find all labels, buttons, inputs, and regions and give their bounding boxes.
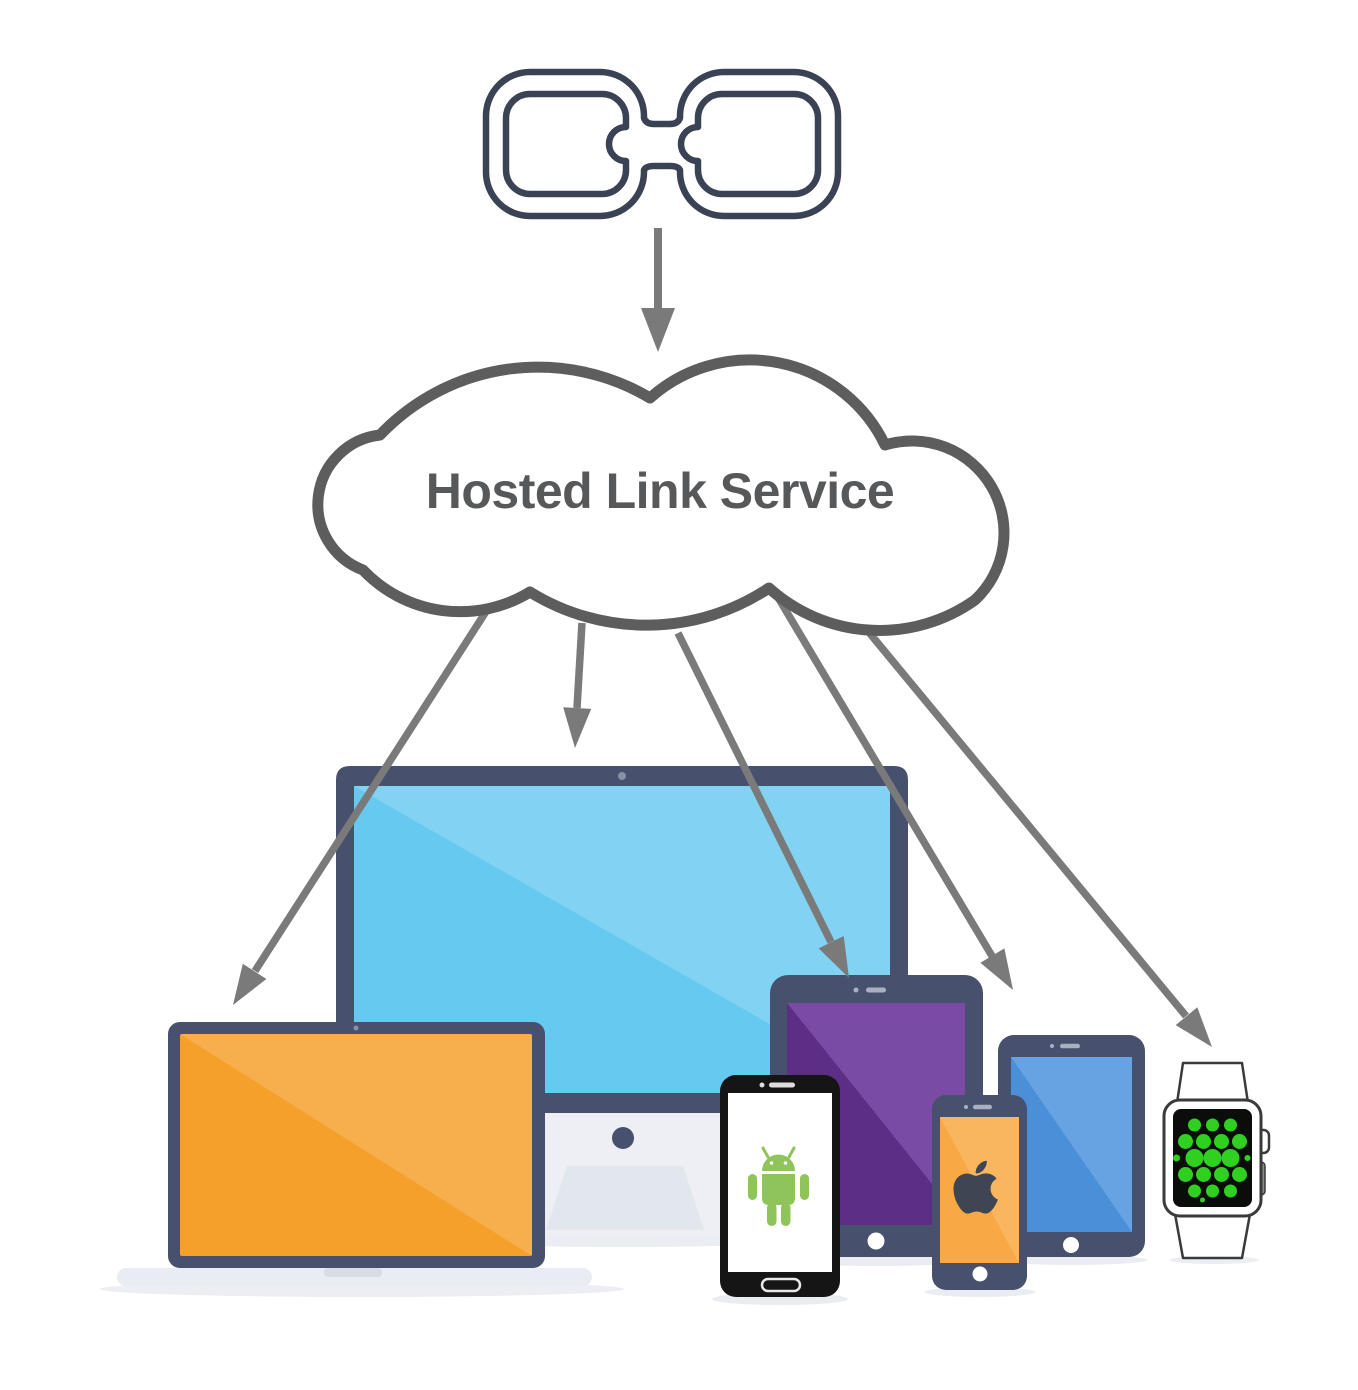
cloud-to-device-arrows [233, 587, 1212, 1047]
apple-watch [1162, 1061, 1271, 1264]
tablet-blue-screen [1011, 1057, 1132, 1232]
apple-logo-icon [953, 1160, 998, 1214]
arrow-to-tablet-blue [769, 587, 1013, 990]
chain-right-hole [677, 90, 822, 198]
chain-link-icon [482, 68, 842, 220]
tablet-purple-speaker-icon [866, 987, 886, 993]
android-phone [712, 1075, 848, 1305]
watch-strap-bottom [1173, 1212, 1252, 1260]
arrow-to-watch [845, 604, 1212, 1047]
tablet-blue [997, 1035, 1147, 1265]
cloud-shape [312, 354, 1010, 636]
watch-activity-dots-icon [1173, 1118, 1251, 1203]
chain-left-hole [502, 90, 630, 198]
tablet-purple-home-button [867, 1232, 885, 1250]
tablet-blue-shadow [997, 1255, 1147, 1265]
arrow-to-laptop [233, 607, 491, 1005]
laptop [100, 1022, 624, 1297]
iphone [925, 1095, 1035, 1297]
tablet-blue-speaker-icon [1060, 1043, 1080, 1049]
laptop-screen [180, 1034, 532, 1256]
arrow-to-desktop [563, 622, 592, 748]
iphone-camera-icon [964, 1105, 968, 1109]
imac-logo-dot [612, 1127, 634, 1149]
source-to-cloud-arrow [641, 228, 675, 352]
arrow-to-tablet-purple [674, 631, 849, 978]
android-robot-icon [748, 1146, 809, 1226]
laptop-hinge-notch [324, 1268, 382, 1277]
android-phone-home-button [760, 1277, 802, 1293]
tablet-blue-camera-icon [1050, 1044, 1054, 1048]
iphone-home-button [972, 1266, 988, 1282]
imac-camera-icon [618, 772, 626, 780]
laptop-camera-icon [353, 1025, 359, 1031]
android-phone-speaker-icon [769, 1082, 795, 1088]
imac-stand [546, 1166, 704, 1230]
tablet-purple-camera-icon [853, 987, 859, 993]
android-phone-camera-icon [759, 1082, 765, 1088]
tablet-blue-home-button [1063, 1237, 1079, 1253]
iphone-speaker-icon [973, 1104, 992, 1110]
watch-strap-top [1175, 1061, 1250, 1105]
